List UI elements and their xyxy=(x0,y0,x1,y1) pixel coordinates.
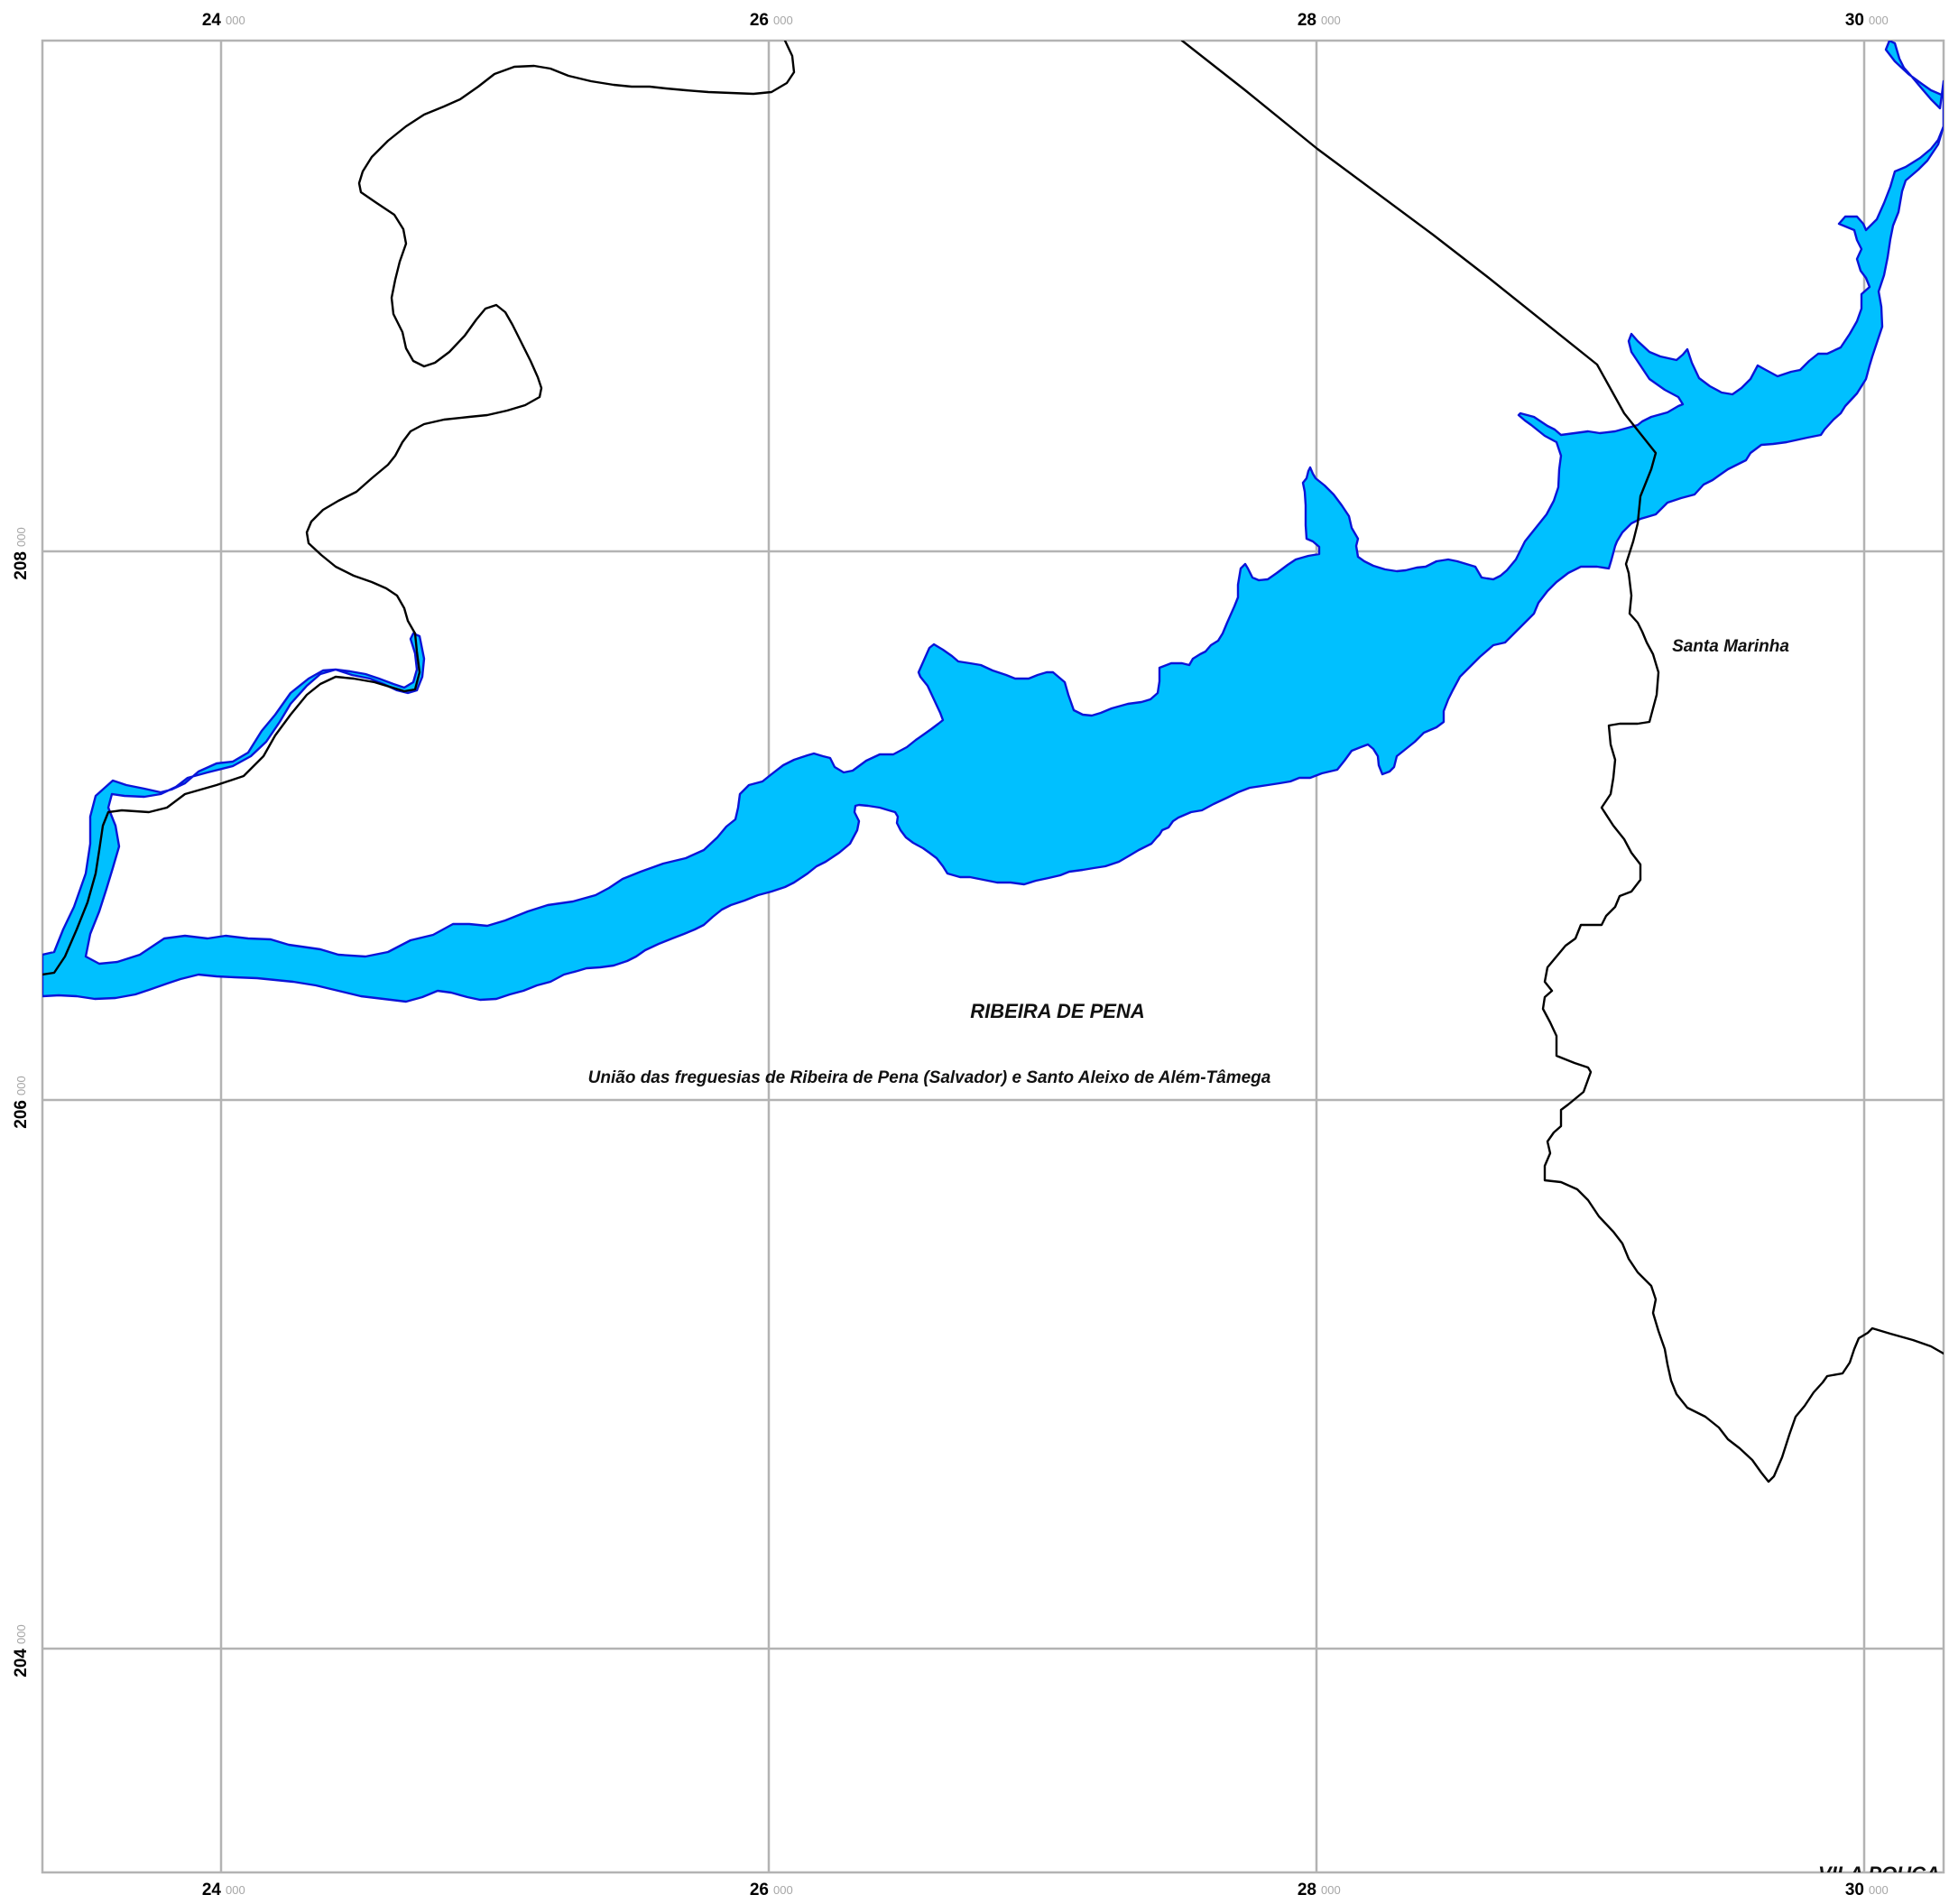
y-tick-206000: 206 xyxy=(12,1100,31,1129)
x-axis-top: 24 000 26 000 28 000 30 000 xyxy=(202,11,1889,30)
x-tick-top-30000: 30 xyxy=(1845,11,1864,30)
label-parish-santa-marinha: Santa Marinha xyxy=(1672,637,1789,656)
y-tick-204000: 204 xyxy=(12,1649,31,1678)
x-tick-bottom-26000: 26 xyxy=(750,1881,769,1899)
y-tick-206000-minor: 000 xyxy=(14,1076,28,1095)
label-municipality-ribeira-de-pena: RIBEIRA DE PENA xyxy=(970,1000,1145,1022)
x-tick-top-26000-minor: 000 xyxy=(773,14,793,27)
x-tick-top-24000-minor: 000 xyxy=(226,14,245,27)
x-tick-bottom-30000-minor: 000 xyxy=(1869,1883,1889,1897)
x-tick-top-28000-minor: 000 xyxy=(1321,14,1341,27)
x-tick-bottom-26000-minor: 000 xyxy=(773,1883,793,1897)
place-labels: RIBEIRA DE PENA União das freguesias de … xyxy=(588,637,1940,1885)
x-tick-bottom-28000-minor: 000 xyxy=(1321,1883,1341,1897)
y-tick-204000-minor: 000 xyxy=(14,1624,28,1644)
y-axis-left: 208 000 206 000 204 000 xyxy=(12,527,31,1677)
x-tick-bottom-24000-minor: 000 xyxy=(226,1883,245,1897)
municipal-boundary-northwest xyxy=(305,41,796,635)
label-parish-uniao-freguesias: União das freguesias de Ribeira de Pena … xyxy=(588,1068,1271,1087)
x-tick-bottom-24000: 24 xyxy=(202,1881,222,1899)
reservoir-centerline-boundary xyxy=(42,632,421,976)
x-tick-top-30000-minor: 000 xyxy=(1869,14,1889,27)
label-municipality-vila-pouca: VILA POUCA xyxy=(1818,1862,1940,1885)
municipal-boundary-northeast xyxy=(1180,41,1658,575)
reservoir-water-body xyxy=(42,41,1944,1003)
y-tick-208000-minor: 000 xyxy=(14,527,28,547)
x-tick-bottom-28000: 28 xyxy=(1298,1881,1316,1899)
x-tick-top-26000: 26 xyxy=(750,11,769,30)
x-axis-bottom: 24 000 26 000 28 000 30 000 xyxy=(202,1881,1889,1899)
x-tick-top-28000: 28 xyxy=(1298,11,1316,30)
x-tick-bottom-30000: 30 xyxy=(1845,1881,1864,1899)
x-tick-top-24000: 24 xyxy=(202,11,222,30)
y-tick-208000: 208 xyxy=(12,551,31,580)
parish-boundary-santa-marinha xyxy=(1541,571,1944,1483)
